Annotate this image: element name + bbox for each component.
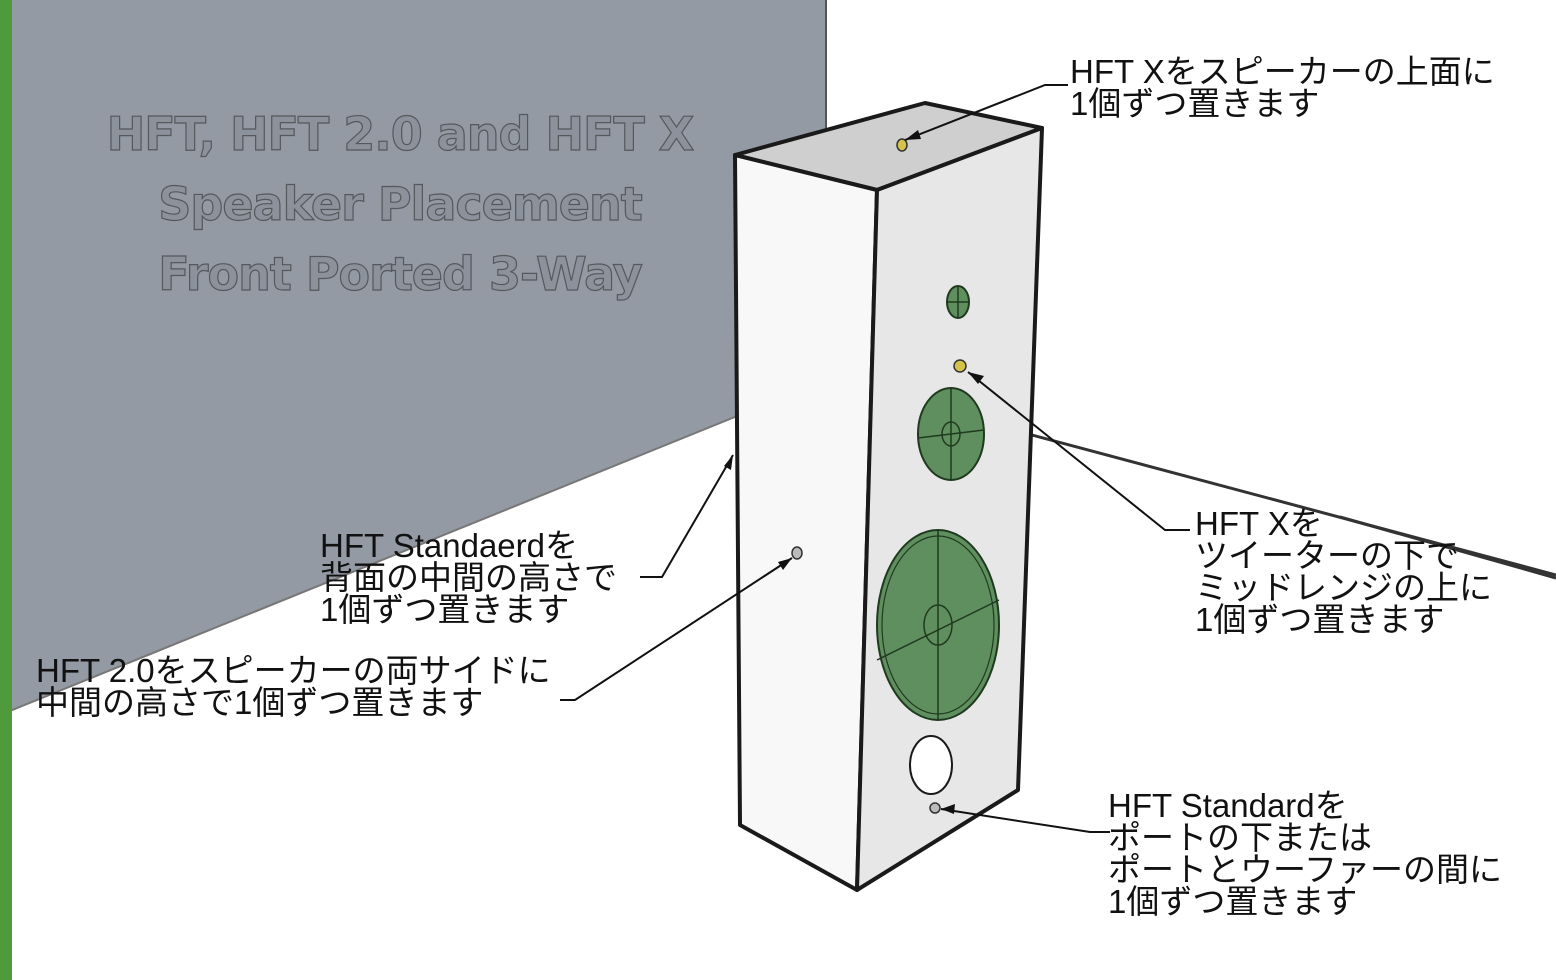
hft-device-port — [929, 802, 941, 814]
hft-device-side — [791, 546, 803, 560]
midrange-driver — [917, 387, 985, 481]
diagram-title-line-1: HFT, HFT 2.0 and HFT X — [106, 106, 695, 161]
callout-back-line-1: HFT Standaerdを — [320, 527, 579, 564]
callout-front-line-3: ミッドレンジの上に — [1195, 569, 1492, 606]
callout-sides-line-2: 中間の高さで1個ずつ置きます — [36, 684, 484, 721]
callout-port-line-3: ポートとウーファーの間に — [1108, 851, 1503, 888]
diagram-title-line-2: Speaker Placement — [158, 176, 644, 231]
arrowhead-sides — [778, 558, 792, 570]
speaker-cabinet — [733, 101, 1044, 892]
leader-back — [640, 454, 734, 578]
leader-top — [904, 84, 1068, 141]
woofer-driver — [876, 529, 1000, 721]
callout-top: HFT Xをスピーカーの上面に 1個ずつ置きます — [1070, 53, 1495, 122]
hft-device-top — [896, 138, 908, 152]
hft-device-front — [953, 359, 967, 373]
callout-sides: HFT 2.0をスピーカーの両サイドに 中間の高さで1個ずつ置きます — [36, 652, 551, 721]
callout-port-line-1: HFT Standardを — [1108, 787, 1348, 824]
callout-front-line-4: 1個ずつ置きます — [1195, 601, 1445, 638]
callout-top-line-1: HFT Xをスピーカーの上面に — [1070, 53, 1495, 90]
arrowhead-port — [941, 804, 955, 814]
leader-port — [940, 808, 1110, 833]
floor-line-2 — [1339, 515, 1556, 580]
left-border — [0, 0, 12, 980]
wall-floor-edge — [0, 379, 827, 716]
back-wall — [0, 0, 826, 715]
callout-port-line-2: ポートの下または — [1108, 819, 1372, 856]
leader-sides — [560, 557, 793, 701]
callout-port-line-4: 1個ずつ置きます — [1108, 883, 1358, 920]
callout-back: HFT Standaerdを 背面の中間の高さで 1個ずつ置きます — [320, 527, 617, 628]
tweeter — [946, 285, 970, 319]
callout-port: HFT Standardを ポートの下または ポートとウーファーの間に 1個ずつ… — [1108, 787, 1503, 920]
callout-top-line-2: 1個ずつ置きます — [1070, 85, 1320, 122]
callout-back-line-3: 1個ずつ置きます — [320, 591, 570, 628]
bass-port — [909, 735, 953, 795]
arrowhead-top — [905, 130, 921, 140]
callout-back-line-2: 背面の中間の高さで — [320, 559, 617, 596]
callout-front-line-1: HFT Xを — [1195, 505, 1323, 542]
arrowhead-back — [724, 455, 733, 470]
callout-front-line-2: ツイーターの下で — [1195, 537, 1459, 574]
callout-front-upper: HFT Xを ツイーターの下で ミッドレンジの上に 1個ずつ置きます — [1195, 505, 1492, 638]
arrowhead-front — [968, 372, 984, 384]
diagram-title-line-3: Front Ported 3-Way — [158, 246, 644, 301]
leader-front — [967, 371, 1190, 531]
callout-sides-line-1: HFT 2.0をスピーカーの両サイドに — [36, 652, 551, 689]
